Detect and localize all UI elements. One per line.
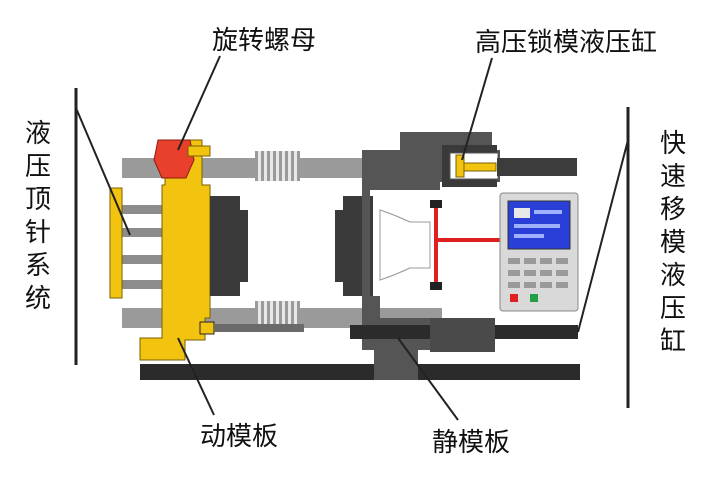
ejector-rod [112,255,167,264]
controller-panel-icon [499,192,579,312]
ejector-rod [112,280,167,289]
fast-move-cylinder-body [430,318,495,352]
link-block-top [430,200,442,208]
moving-mold-inner [240,210,248,282]
label-hydraulic-ejector: 液压顶针系统 [24,119,51,314]
lower-connector-rod [214,324,304,332]
ejector-rod [112,228,167,237]
moving-platen [139,139,211,361]
leader-hydraulic-ejector [75,107,131,236]
ejector-plate [109,187,123,299]
leader-fast-move-cylinder [577,139,629,333]
label-fast-move-cylinder: 快速移模液压缸 [659,129,686,357]
rotating-nut [153,139,195,179]
label-moving-platen: 动模板 [200,422,279,452]
leader-rotating-nut [177,55,221,151]
nut-collar [187,145,211,157]
base-rail [140,364,580,380]
leader-moving-platen [177,337,215,416]
red-link-vertical [434,205,438,285]
link-block-bottom [430,282,442,290]
label-rotating-nut: 旋转螺母 [212,26,317,56]
fixed-mold-inner [335,210,343,282]
moving-mold [210,196,240,296]
fixed-platen [362,132,500,380]
label-fixed-platen: 静模板 [432,428,511,458]
label-high-pressure-cylinder: 高压锁模液压缸 [475,28,658,58]
red-link-horizontal [438,238,500,242]
lower-connector [199,321,215,335]
leader-fixed-platen [397,337,459,421]
ejector-rod [112,205,167,214]
upper-tie-bar-thread [255,151,300,181]
leader-high-pressure-cylinder [461,57,493,161]
rear-tie-bar-extension [497,158,577,176]
fixed-platen-cone [379,209,431,281]
high-pressure-cylinder-head [455,154,465,178]
